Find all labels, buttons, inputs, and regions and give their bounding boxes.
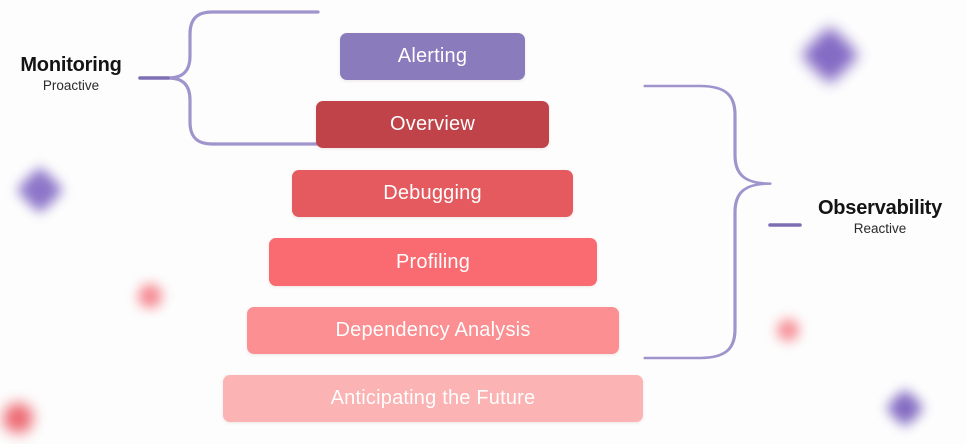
funnel-level[interactable]: Anticipating the Future xyxy=(223,375,643,422)
funnel-level-label: Debugging xyxy=(383,182,482,204)
funnel-level[interactable]: Dependency Analysis xyxy=(247,307,619,354)
funnel-level[interactable]: Debugging xyxy=(292,170,573,217)
monitoring-subtitle: Proactive xyxy=(42,77,100,93)
monitoring-label: Monitoring Proactive xyxy=(4,54,138,94)
funnel-level-label: Anticipating the Future xyxy=(330,387,536,409)
funnel-level-label: Dependency Analysis xyxy=(335,319,531,341)
observability-label: Observability Reactive xyxy=(798,197,962,237)
funnel-level-label: Alerting xyxy=(397,45,468,67)
funnel-level[interactable]: Overview xyxy=(316,101,549,148)
observability-title: Observability xyxy=(817,197,943,219)
funnel-level-label: Profiling xyxy=(395,250,471,273)
funnel-level[interactable]: Alerting xyxy=(340,33,525,80)
funnel-level[interactable]: Profiling xyxy=(269,238,597,286)
monitoring-title: Monitoring xyxy=(20,54,122,76)
funnel-level-label: Overview xyxy=(390,113,475,135)
observability-subtitle: Reactive xyxy=(853,220,907,236)
